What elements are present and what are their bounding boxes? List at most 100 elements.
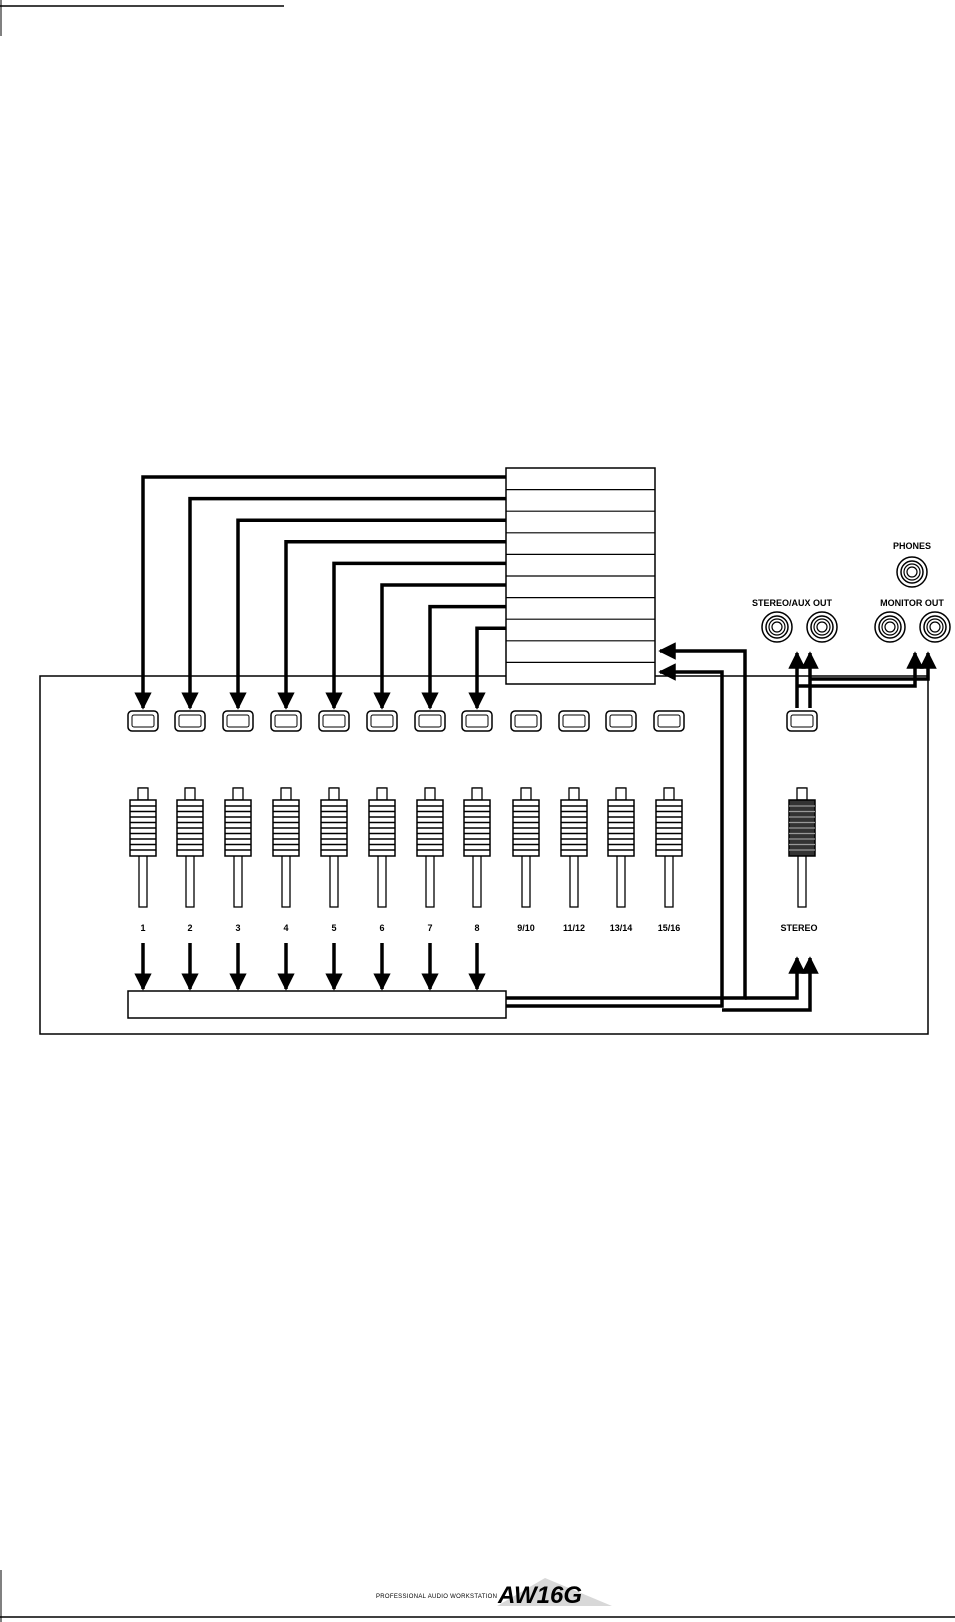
jack-icon [761,611,793,643]
channel-select-key-inner [370,714,394,728]
fader-knob [176,799,204,857]
jack-ring [810,615,834,639]
fader-top-cap [280,787,292,801]
fader-top-cap [232,787,244,801]
stereo-to-monitor-route [797,651,924,688]
fader-knob [129,799,157,857]
channel-select-key [127,710,159,732]
channel-label: 3 [235,923,240,933]
channel-strips: 1 2 3 4 5 6 7 8 9/10 11/12 13/14 15/16 [127,710,685,933]
stereo-select-key [786,710,818,732]
fader-knob [224,799,252,857]
routing-lines [134,475,937,1012]
fader-top-cap [328,787,340,801]
channel-label: 4 [283,923,288,933]
channel-label: 7 [427,923,432,933]
stereo-strip [786,710,818,908]
fader-top-cap [520,787,532,801]
channel-label: 2 [187,923,192,933]
channel-label: 8 [474,923,479,933]
channel-select-key-inner [322,714,346,728]
jack-hole [929,621,941,633]
jack-hole [816,621,828,633]
channel-select-key [174,710,206,732]
fader-top-cap [568,787,580,801]
channel-select-key [222,710,254,732]
fader-knob [272,799,300,857]
jack-ring-inner [903,563,921,581]
jack-ring [765,615,789,639]
channel-strip: 11/12 [558,710,590,933]
fader-knob [655,799,683,857]
channel-select-key-inner [514,714,538,728]
channel-select-key [510,710,542,732]
stereo-aux-out-label: STEREO/AUX OUT [752,598,833,608]
channel-select-key [366,710,398,732]
channel-strip: 3 [222,710,254,933]
jack-ring-inner [926,618,944,636]
logo-swoosh [497,1578,612,1606]
channel-label: 6 [379,923,384,933]
fader-top-cap [615,787,627,801]
channel-select-key-inner [274,714,298,728]
footer-product-text: PROFESSIONAL AUDIO WORKSTATION [376,1594,497,1600]
channel-strip: 9/10 [510,710,542,933]
fader-top-cap [376,787,388,801]
jack-ring-inner [768,618,786,636]
fader-knob [607,799,635,857]
track-to-channel-route [421,604,506,710]
jack-icon [919,611,951,643]
channel-select-key [414,710,446,732]
stereo-select-key-inner [790,714,814,728]
fader-knob [560,799,588,857]
fader-top-cap [424,787,436,801]
fader-knob [368,799,396,857]
bus-to-track-route [506,663,724,1008]
channel-label: 1 [140,923,145,933]
channel-select-key [558,710,590,732]
jack-ring [878,615,902,639]
track-to-channel-route [277,540,506,710]
channel-strip: 15/16 [653,710,685,933]
channel-select-key [318,710,350,732]
channel-strip: 8 [461,710,493,933]
fader-knob [463,799,491,857]
track-to-channel-route [229,518,506,710]
bus-to-stereo-route [722,956,819,1012]
channel-select-key-inner [562,714,586,728]
channel-select-key [461,710,493,732]
track-to-channel-route [181,496,506,710]
channel-select-key [605,710,637,732]
fader-top-cap [663,787,675,801]
channel-select-key-inner [657,714,681,728]
jack-ring-inner [881,618,899,636]
output-jacks [761,556,951,643]
footer-logo: AW16G [497,1582,582,1609]
stereo-label: STEREO [780,923,817,933]
channel-label: 5 [331,923,336,933]
channel-strip: 7 [414,710,446,933]
channel-strip: 4 [270,710,302,933]
jack-hole [906,566,918,578]
track-to-channel-route [134,475,506,710]
track-to-channel-route [325,561,506,710]
jack-hole [771,621,783,633]
channel-label: 9/10 [517,923,535,933]
monitor-out-label: MONITOR OUT [880,598,944,608]
channel-select-key-inner [226,714,250,728]
channel-select-key-inner [178,714,202,728]
channel-strip: 13/14 [605,710,637,933]
channel-label: 13/14 [610,923,633,933]
channel-select-key-inner [131,714,155,728]
jack-ring [923,615,947,639]
phones-label: PHONES [893,541,931,551]
channel-select-key-inner [609,714,633,728]
fader-knob [320,799,348,857]
track-to-channel-route [468,626,506,710]
channel-strip: 2 [174,710,206,933]
channel-strip: 1 [127,710,159,933]
bus-to-track-route [506,642,747,1000]
channel-select-key [270,710,302,732]
jack-icon [806,611,838,643]
jack-ring [900,560,924,584]
